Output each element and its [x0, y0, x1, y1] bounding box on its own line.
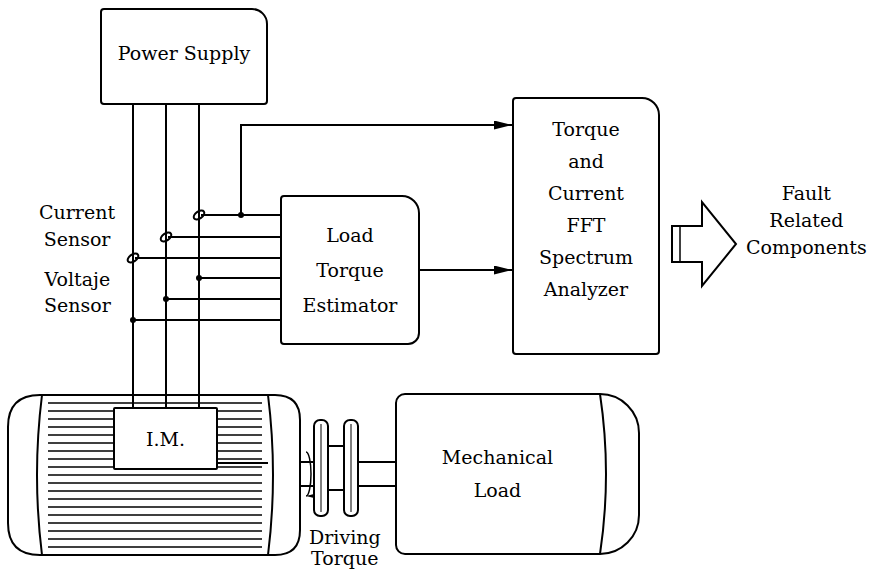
box-label: Power Supply	[118, 41, 250, 65]
box-label: Torque and Current FFT Spectrum Analyzer	[539, 113, 633, 305]
coupling-hub	[328, 446, 344, 490]
output-label: Fault Related Components	[746, 180, 867, 261]
signal-arrow	[420, 269, 512, 271]
block-arrow-line	[679, 226, 681, 262]
coupling-groove	[321, 424, 351, 512]
power-wire	[198, 105, 200, 407]
box-label: I.M.	[146, 427, 185, 451]
power-wire	[165, 105, 167, 407]
load-end-cap	[600, 394, 606, 554]
estimator-box: Load Torque Estimator	[280, 195, 420, 345]
junction-dot	[238, 212, 244, 218]
power-supply-box: Power Supply	[100, 8, 268, 105]
mechanical-load-box: Mechanical Load	[395, 393, 640, 555]
motor-housing	[8, 395, 300, 555]
box-label: Mechanical Load	[442, 441, 553, 507]
motor-end-bell	[268, 395, 273, 555]
output-block-arrow	[672, 202, 736, 286]
torque-label: Driving Torque	[309, 527, 381, 569]
current-signal-line	[135, 215, 280, 258]
motor-core-box: I.M.	[113, 407, 218, 470]
voltage-signal-line	[133, 278, 280, 320]
power-wire	[132, 105, 134, 407]
analyzer-box: Torque and Current FFT Spectrum Analyzer	[512, 97, 660, 355]
sensor-label: Voltaje Sensor	[44, 266, 111, 318]
rotor-shaft	[218, 462, 268, 464]
sensor-label: Current Sensor	[39, 199, 115, 253]
cooling-fins	[48, 403, 262, 547]
box-label: Load Torque Estimator	[303, 218, 398, 323]
motor-end-cap	[37, 395, 42, 555]
torque-rotation-arrow	[306, 452, 311, 496]
